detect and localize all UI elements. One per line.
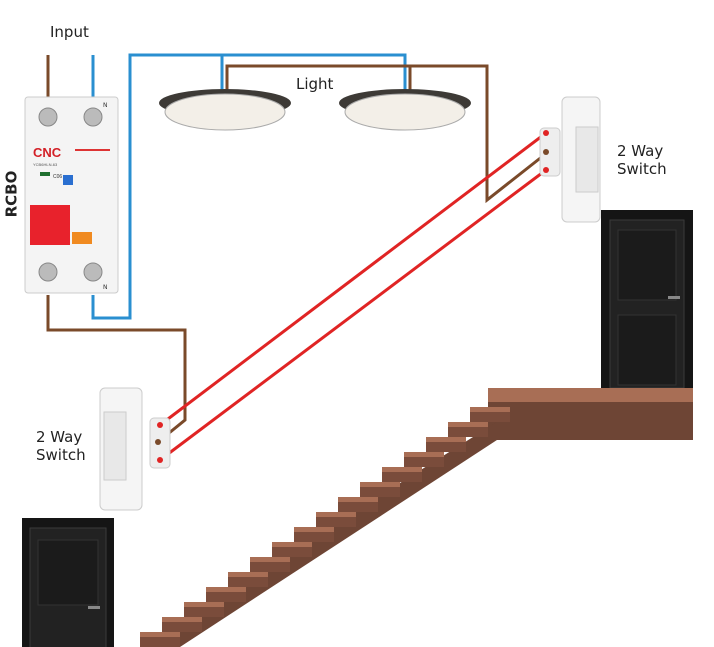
stair-tread [360,482,400,487]
right-switch-label-line1: 2 Way [617,142,664,160]
traveler-wire-1 [159,131,547,427]
door-right [601,210,693,389]
two-way-switch-right [539,96,601,223]
ceiling-light-2 [339,89,471,131]
stair-tread [272,542,312,547]
stair-tread [382,467,422,472]
stair-riser [140,637,180,647]
stair-tread [162,617,202,622]
neutral-to-lights-wire [91,53,407,320]
stair-riser [206,592,246,602]
left-switch-label-line1: 2 Way [36,428,83,446]
stair-riser [448,427,488,437]
stair-riser [162,622,202,632]
ceiling-light-1 [159,89,291,131]
two-way-switch-left [99,387,171,511]
rcbo-breaker [24,96,119,294]
rcbo-neutral-bottom: N [103,284,108,291]
stair-riser [338,502,378,512]
stair-tread [338,497,378,502]
light-to-switch-wire [225,64,412,90]
stair-riser [316,517,356,527]
rcbo-label: RCBO [2,170,21,218]
stair-tread [206,587,246,592]
stair-riser [404,457,444,467]
rcbo-brand: CNC [33,145,62,160]
stair-riser [360,487,400,497]
rcbo-rating: C06 [53,174,62,180]
left-switch-label-line2: Switch [36,446,86,464]
left-switch-label: 2 Way Switch [36,428,86,464]
stair-riser [470,412,510,422]
stair-riser [250,562,290,572]
wires [46,53,549,462]
stair-riser [294,532,334,542]
stair-tread [448,422,488,427]
stair-tread [470,407,510,412]
right-switch-label: 2 Way Switch [617,142,667,178]
input-label: Input [50,23,89,41]
stair-riser [382,472,422,482]
stair-riser [228,577,268,587]
stair-riser [272,547,312,557]
right-switch-label-line2: Switch [617,160,667,178]
stair-tread [404,452,444,457]
stair-tread [316,512,356,517]
stair-riser [184,607,224,617]
stair-tread [294,527,334,532]
rcbo-neutral-top: N [103,102,108,109]
door-left [22,518,114,647]
traveler-wire-2 [159,168,547,462]
staircase [140,388,693,647]
stair-tread [140,632,180,637]
stair-tread [184,602,224,607]
stair-tread [426,437,466,442]
light-label: Light [296,75,334,93]
rcbo-model: YCB6HLN-63 [33,162,58,167]
stair-tread [228,572,268,577]
stair-tread [250,557,290,562]
stair-riser [426,442,466,452]
live-to-left-switch-wire [46,295,187,444]
